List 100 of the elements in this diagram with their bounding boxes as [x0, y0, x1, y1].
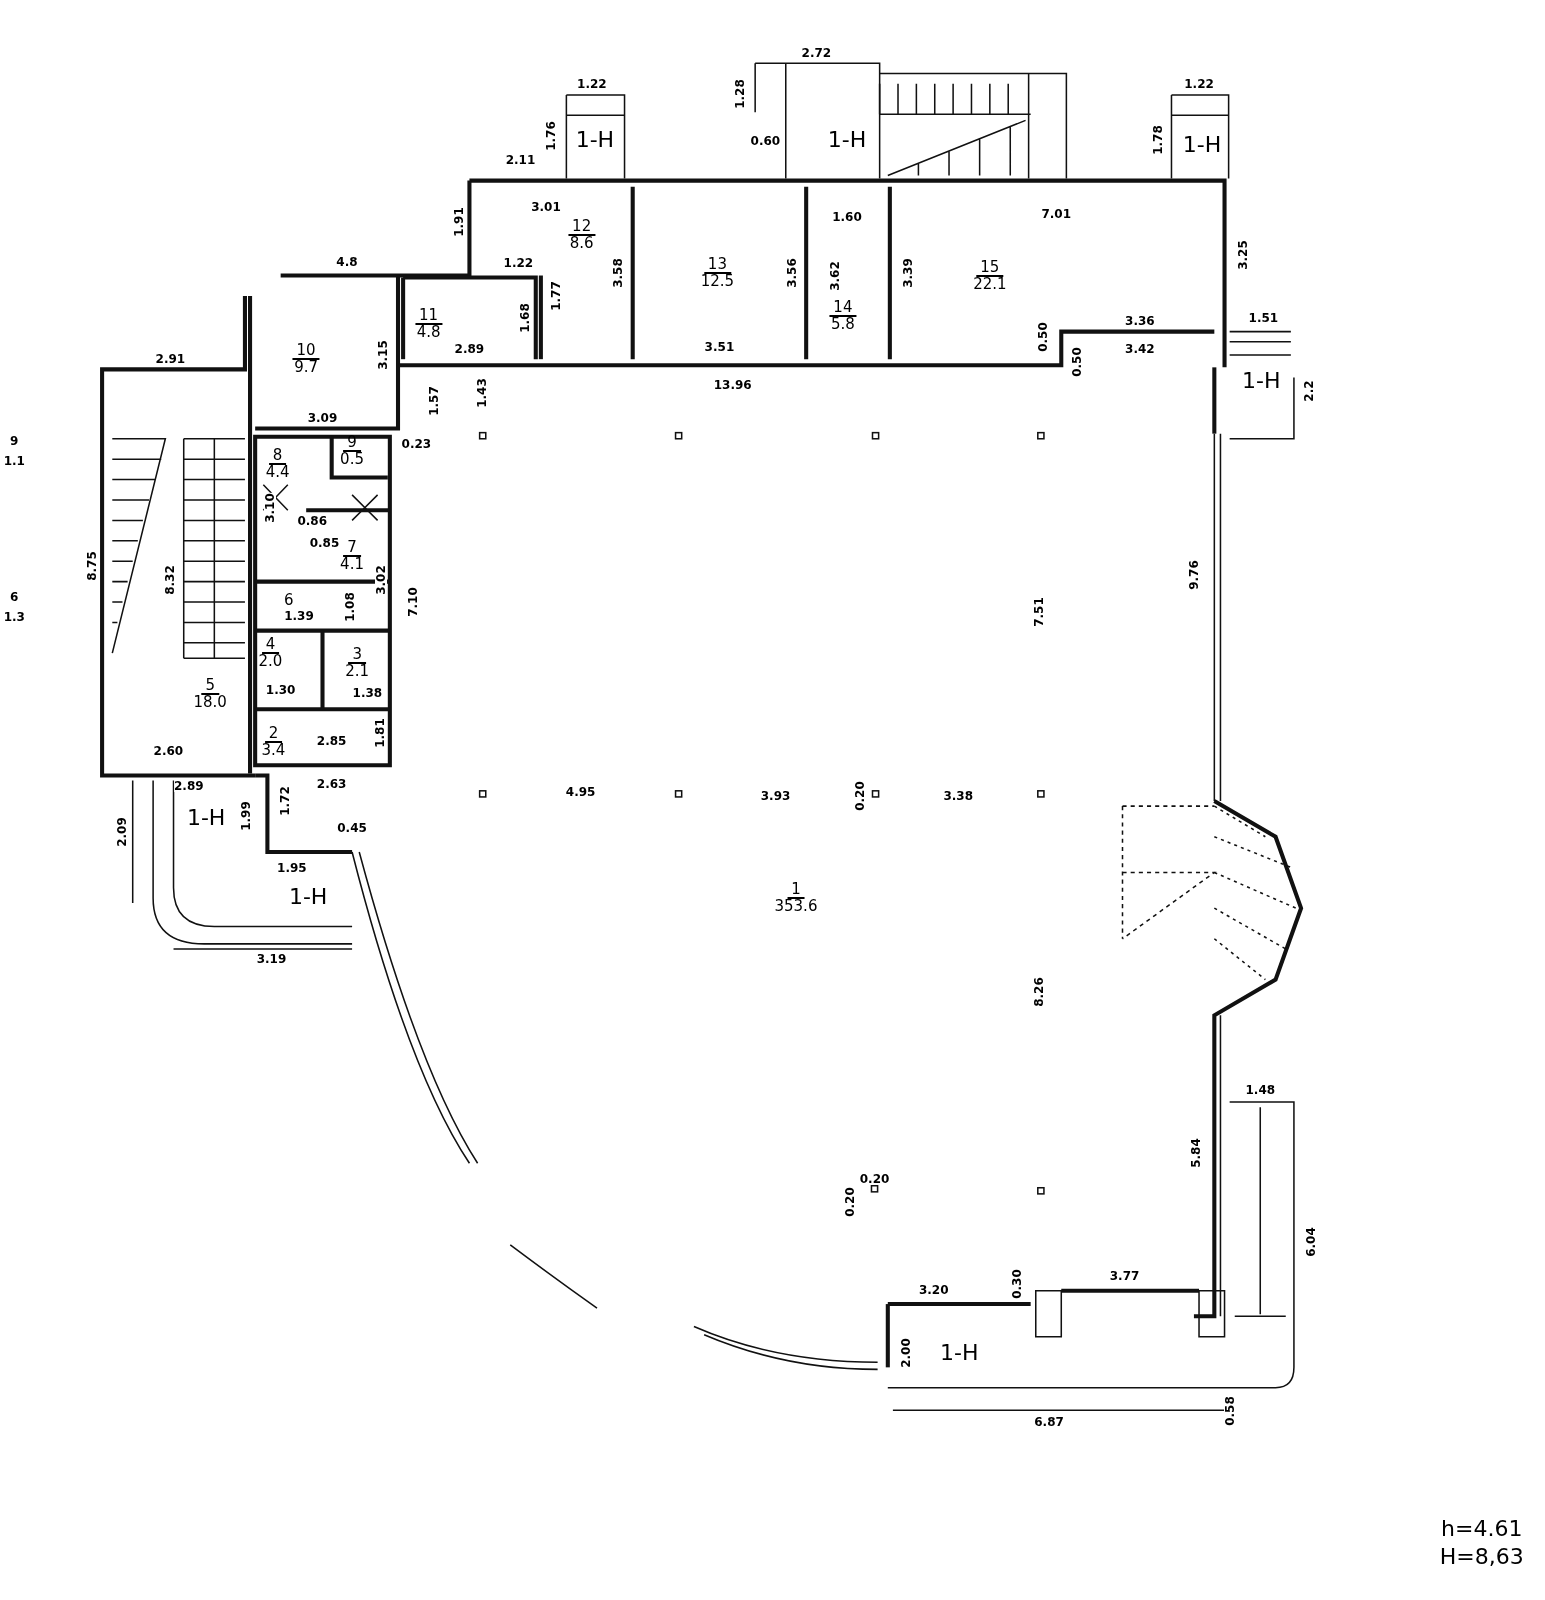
dimension-label: 1.08 [344, 592, 356, 622]
dimension-label: 1.99 [239, 801, 252, 832]
room-area: 22.1 [973, 276, 1007, 292]
room-number: 4 [261, 637, 280, 655]
dimension-label: 7.01 [1041, 208, 1071, 221]
dimension-label: 0.60 [750, 134, 781, 147]
dimension-label: 0.58 [1223, 1396, 1236, 1427]
dimension-label: 1.76 [545, 120, 558, 151]
dimension-label: 3.38 [943, 789, 973, 802]
dimension-label: 2.89 [454, 343, 485, 355]
dimension-label: 0.50 [1036, 321, 1049, 352]
dimension-label: 4.8 [336, 256, 358, 269]
dimension-label: 2.72 [801, 47, 832, 60]
room-number: 9 [343, 435, 361, 453]
dimension-label: 3.77 [1109, 1269, 1140, 1282]
dimension-label: 2.09 [116, 816, 129, 847]
room-number: 3 [348, 647, 366, 665]
room-label-fragment: 6 [10, 590, 19, 603]
room-number: 15 [976, 259, 1004, 277]
height-note: H=8,63 [1439, 1546, 1524, 1569]
dimension-label: 4.95 [565, 785, 596, 798]
dimension-label: 3.42 [1125, 343, 1155, 355]
dimension-label: 1.28 [733, 79, 746, 109]
dimension-label: 2.00 [900, 1338, 913, 1368]
dimension-label: 3.09 [307, 412, 338, 425]
dimension-label: 1.72 [278, 786, 291, 816]
room-area: 4.1 [340, 557, 364, 573]
dimension-label: 3.02 [374, 564, 387, 595]
dimension-label: 1.95 [277, 862, 307, 875]
room-number: 6 [284, 592, 294, 608]
room-label-fragment: 1.3 [3, 611, 25, 624]
dimension-label: 0.45 [337, 821, 367, 834]
dimension-label: 6.87 [1034, 1415, 1064, 1428]
room-area: 2.1 [345, 664, 370, 680]
dimension-label: 2.89 [174, 779, 204, 792]
dimension-label: 0.30 [1011, 1268, 1024, 1299]
room-area: 353.6 [774, 899, 818, 914]
dimension-label: 1.91 [453, 207, 466, 238]
dimension-label: 3.20 [918, 1283, 949, 1296]
room-label-fragment: 1.1 [3, 455, 25, 468]
dimension-label: 1.60 [832, 211, 862, 224]
dimension-label: 1.57 [427, 386, 440, 416]
dimension-label: 7.51 [1032, 597, 1045, 628]
dimension-label: 3.58 [612, 258, 625, 289]
dimension-label: 0.23 [401, 437, 432, 450]
dimension-label: 7.10 [407, 587, 420, 617]
dimension-label: 3.62 [828, 260, 841, 291]
room-number: 10 [292, 343, 320, 361]
room-number: 5 [201, 677, 219, 695]
dimension-label: 3.56 [785, 258, 798, 289]
dimension-label: 1.30 [265, 683, 296, 696]
dimension-label: 8.75 [85, 551, 98, 582]
room-number: 1 [787, 882, 805, 899]
dimension-label: 1.68 [518, 303, 531, 334]
dimension-label: 1.43 [475, 378, 488, 408]
room-number: 13 [703, 257, 731, 275]
dimension-label: 2.85 [316, 734, 347, 747]
dimension-label: 0.50 [1070, 347, 1083, 378]
room-number: 14 [829, 300, 857, 318]
dimension-label: 1.78 [1152, 125, 1165, 155]
dimension-label: 0.85 [309, 536, 340, 549]
room-area: 5.8 [830, 317, 855, 333]
dimension-label: 5.84 [1190, 1138, 1202, 1168]
dimension-label: 0.20 [854, 781, 867, 811]
dimension-label: 2.2 [1303, 380, 1316, 402]
dimension-label: 3.25 [1236, 240, 1249, 270]
room-number: 8 [268, 448, 287, 466]
dimension-label: 3.51 [704, 340, 735, 353]
dimension-label: 2.63 [316, 777, 347, 790]
dimension-label: 0.86 [297, 515, 328, 528]
room-area: 18.0 [193, 694, 227, 710]
dimension-label: 1.22 [1184, 77, 1214, 90]
dimension-label: 1.22 [503, 257, 534, 270]
room-area: 9.7 [294, 360, 319, 376]
dimension-label: 1.48 [1245, 1083, 1276, 1096]
dimension-label: 3.93 [760, 789, 791, 802]
dimension-label: 0.20 [859, 1172, 890, 1185]
room-number: 7 [343, 540, 361, 558]
room-area: 4.4 [265, 465, 290, 481]
dimension-label: 2.60 [153, 745, 184, 758]
room-area: 0.5 [340, 452, 364, 468]
dimension-label: 3.19 [256, 953, 287, 966]
dimension-label: 3.01 [531, 201, 561, 214]
dimension-label: 1.22 [577, 77, 607, 90]
dimension-label: 9.76 [1187, 559, 1200, 590]
room-area: 12.5 [700, 274, 735, 290]
dimension-label: 1.39 [284, 610, 314, 623]
dimension-label: 0.20 [844, 1187, 857, 1217]
dimension-label: 2.91 [155, 353, 186, 366]
dimension-label: 1.38 [352, 686, 383, 699]
room-area: 8.6 [569, 235, 594, 251]
room-number: 12 [568, 218, 596, 236]
dimension-label: 1.77 [550, 281, 563, 311]
room-area: 3.4 [261, 742, 286, 758]
dimension-label: 3.39 [902, 258, 915, 289]
dimension-label: 13.96 [713, 378, 752, 391]
dimension-label: 2.11 [505, 154, 536, 167]
dimension-label: 3.10 [264, 493, 277, 523]
dimension-label: 6.04 [1305, 1227, 1318, 1257]
dimension-label: 3.36 [1125, 315, 1155, 328]
